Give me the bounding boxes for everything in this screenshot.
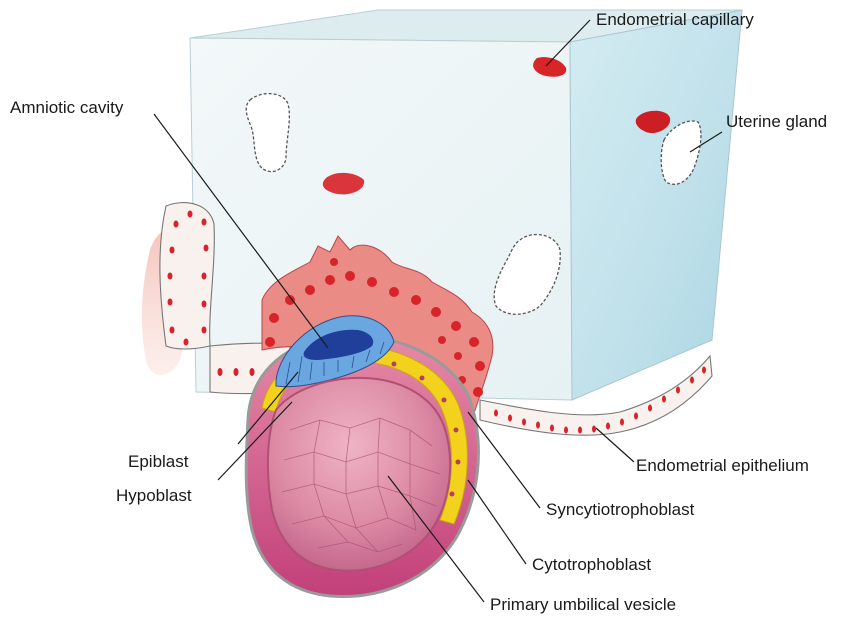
label-endometrial-epithelium: Endometrial epithelium bbox=[636, 456, 809, 476]
block-side-face bbox=[570, 10, 742, 400]
label-amniotic-cavity: Amniotic cavity bbox=[10, 98, 123, 118]
label-syncytiotrophoblast: Syncytiotrophoblast bbox=[546, 500, 694, 520]
label-endometrial-capillary: Endometrial capillary bbox=[596, 10, 754, 30]
leader-cytotrophoblast bbox=[468, 480, 526, 564]
label-primary-umbilical-vesicle: Primary umbilical vesicle bbox=[490, 595, 676, 615]
label-uterine-gland: Uterine gland bbox=[726, 112, 827, 132]
label-cytotrophoblast: Cytotrophoblast bbox=[532, 555, 651, 575]
label-epiblast: Epiblast bbox=[128, 452, 188, 472]
label-hypoblast: Hypoblast bbox=[116, 486, 192, 506]
